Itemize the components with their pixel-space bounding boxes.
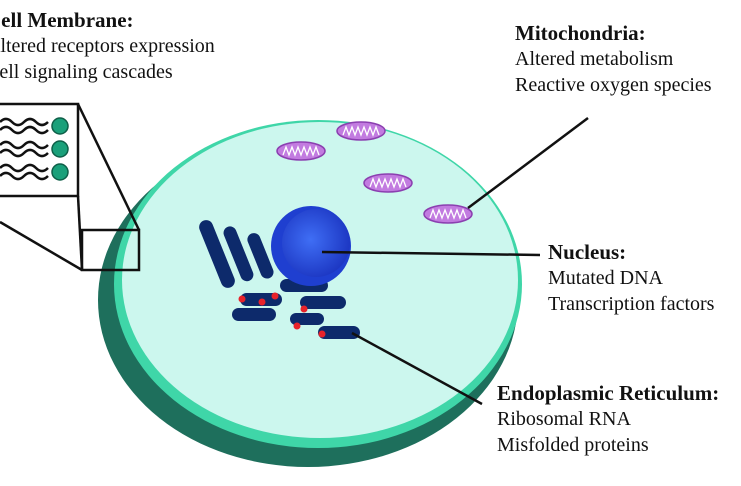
ribosome xyxy=(271,292,279,300)
mitochondria-title: Mitochondria: xyxy=(515,21,646,45)
er-cisterna xyxy=(247,233,274,279)
cell xyxy=(98,120,522,467)
mitochondrion xyxy=(336,121,386,141)
endoplasmic-reticulum-title: Endoplasmic Reticulum: xyxy=(497,381,720,405)
nucleus xyxy=(271,206,351,286)
mitochondrion xyxy=(276,141,326,161)
er-cisterna xyxy=(223,226,254,282)
ribosome xyxy=(258,298,266,306)
mitochondrion xyxy=(423,204,473,224)
mitochondria-callout: Mitochondria: Altered metabolism Reactiv… xyxy=(515,21,712,98)
mitochondrion xyxy=(363,173,413,193)
nucleus-leader-line xyxy=(321,250,541,257)
mitochondria xyxy=(276,121,473,224)
ribosome xyxy=(318,330,326,338)
endoplasmic-reticulum xyxy=(199,220,360,339)
cell-membrane-callout: Cell Membrane: Altered receptors express… xyxy=(0,8,215,85)
cell-membrane-line-1: Altered receptors expression xyxy=(0,35,215,57)
inset-connector-top xyxy=(76,103,141,231)
mitochondria-line-2: Reactive oxygen species xyxy=(515,74,712,96)
inset-connector-left xyxy=(0,220,83,272)
phospholipid xyxy=(0,163,69,181)
er-cisterna xyxy=(300,296,346,309)
nucleus-title: Nucleus: xyxy=(548,240,627,264)
cell-membrane-title: Cell Membrane: xyxy=(0,8,134,32)
ribosome xyxy=(293,322,301,330)
er-leader-line xyxy=(351,331,483,406)
ribosomes xyxy=(238,292,326,338)
nucleus-callout: Nucleus: Mutated DNA Transcription facto… xyxy=(548,240,714,317)
nucleus-line-1: Mutated DNA xyxy=(548,267,663,289)
cell-membrane-line-2: Cell signaling cascades xyxy=(0,61,173,83)
er-cisterna xyxy=(232,308,276,321)
endoplasmic-reticulum-callout: Endoplasmic Reticulum: Ribosomal RNA Mis… xyxy=(497,381,719,458)
inset-connector-bottom xyxy=(76,195,84,271)
nucleus-line-2: Transcription factors xyxy=(548,293,715,315)
ribosome xyxy=(300,305,308,313)
phospholipid xyxy=(0,117,69,135)
mitochondria-line-1: Altered metabolism xyxy=(515,48,674,70)
mitochondria-leader-line xyxy=(467,117,589,209)
er-cisterna xyxy=(199,220,235,288)
phospholipid xyxy=(0,140,69,158)
endoplasmic-reticulum-line-2: Misfolded proteins xyxy=(497,434,649,456)
endoplasmic-reticulum-line-1: Ribosomal RNA xyxy=(497,408,631,430)
ribosome xyxy=(238,295,246,303)
nucleoplasm xyxy=(282,209,350,277)
er-cisterna xyxy=(290,313,324,325)
membrane-zoom xyxy=(0,102,141,272)
er-cisterna xyxy=(318,326,360,339)
